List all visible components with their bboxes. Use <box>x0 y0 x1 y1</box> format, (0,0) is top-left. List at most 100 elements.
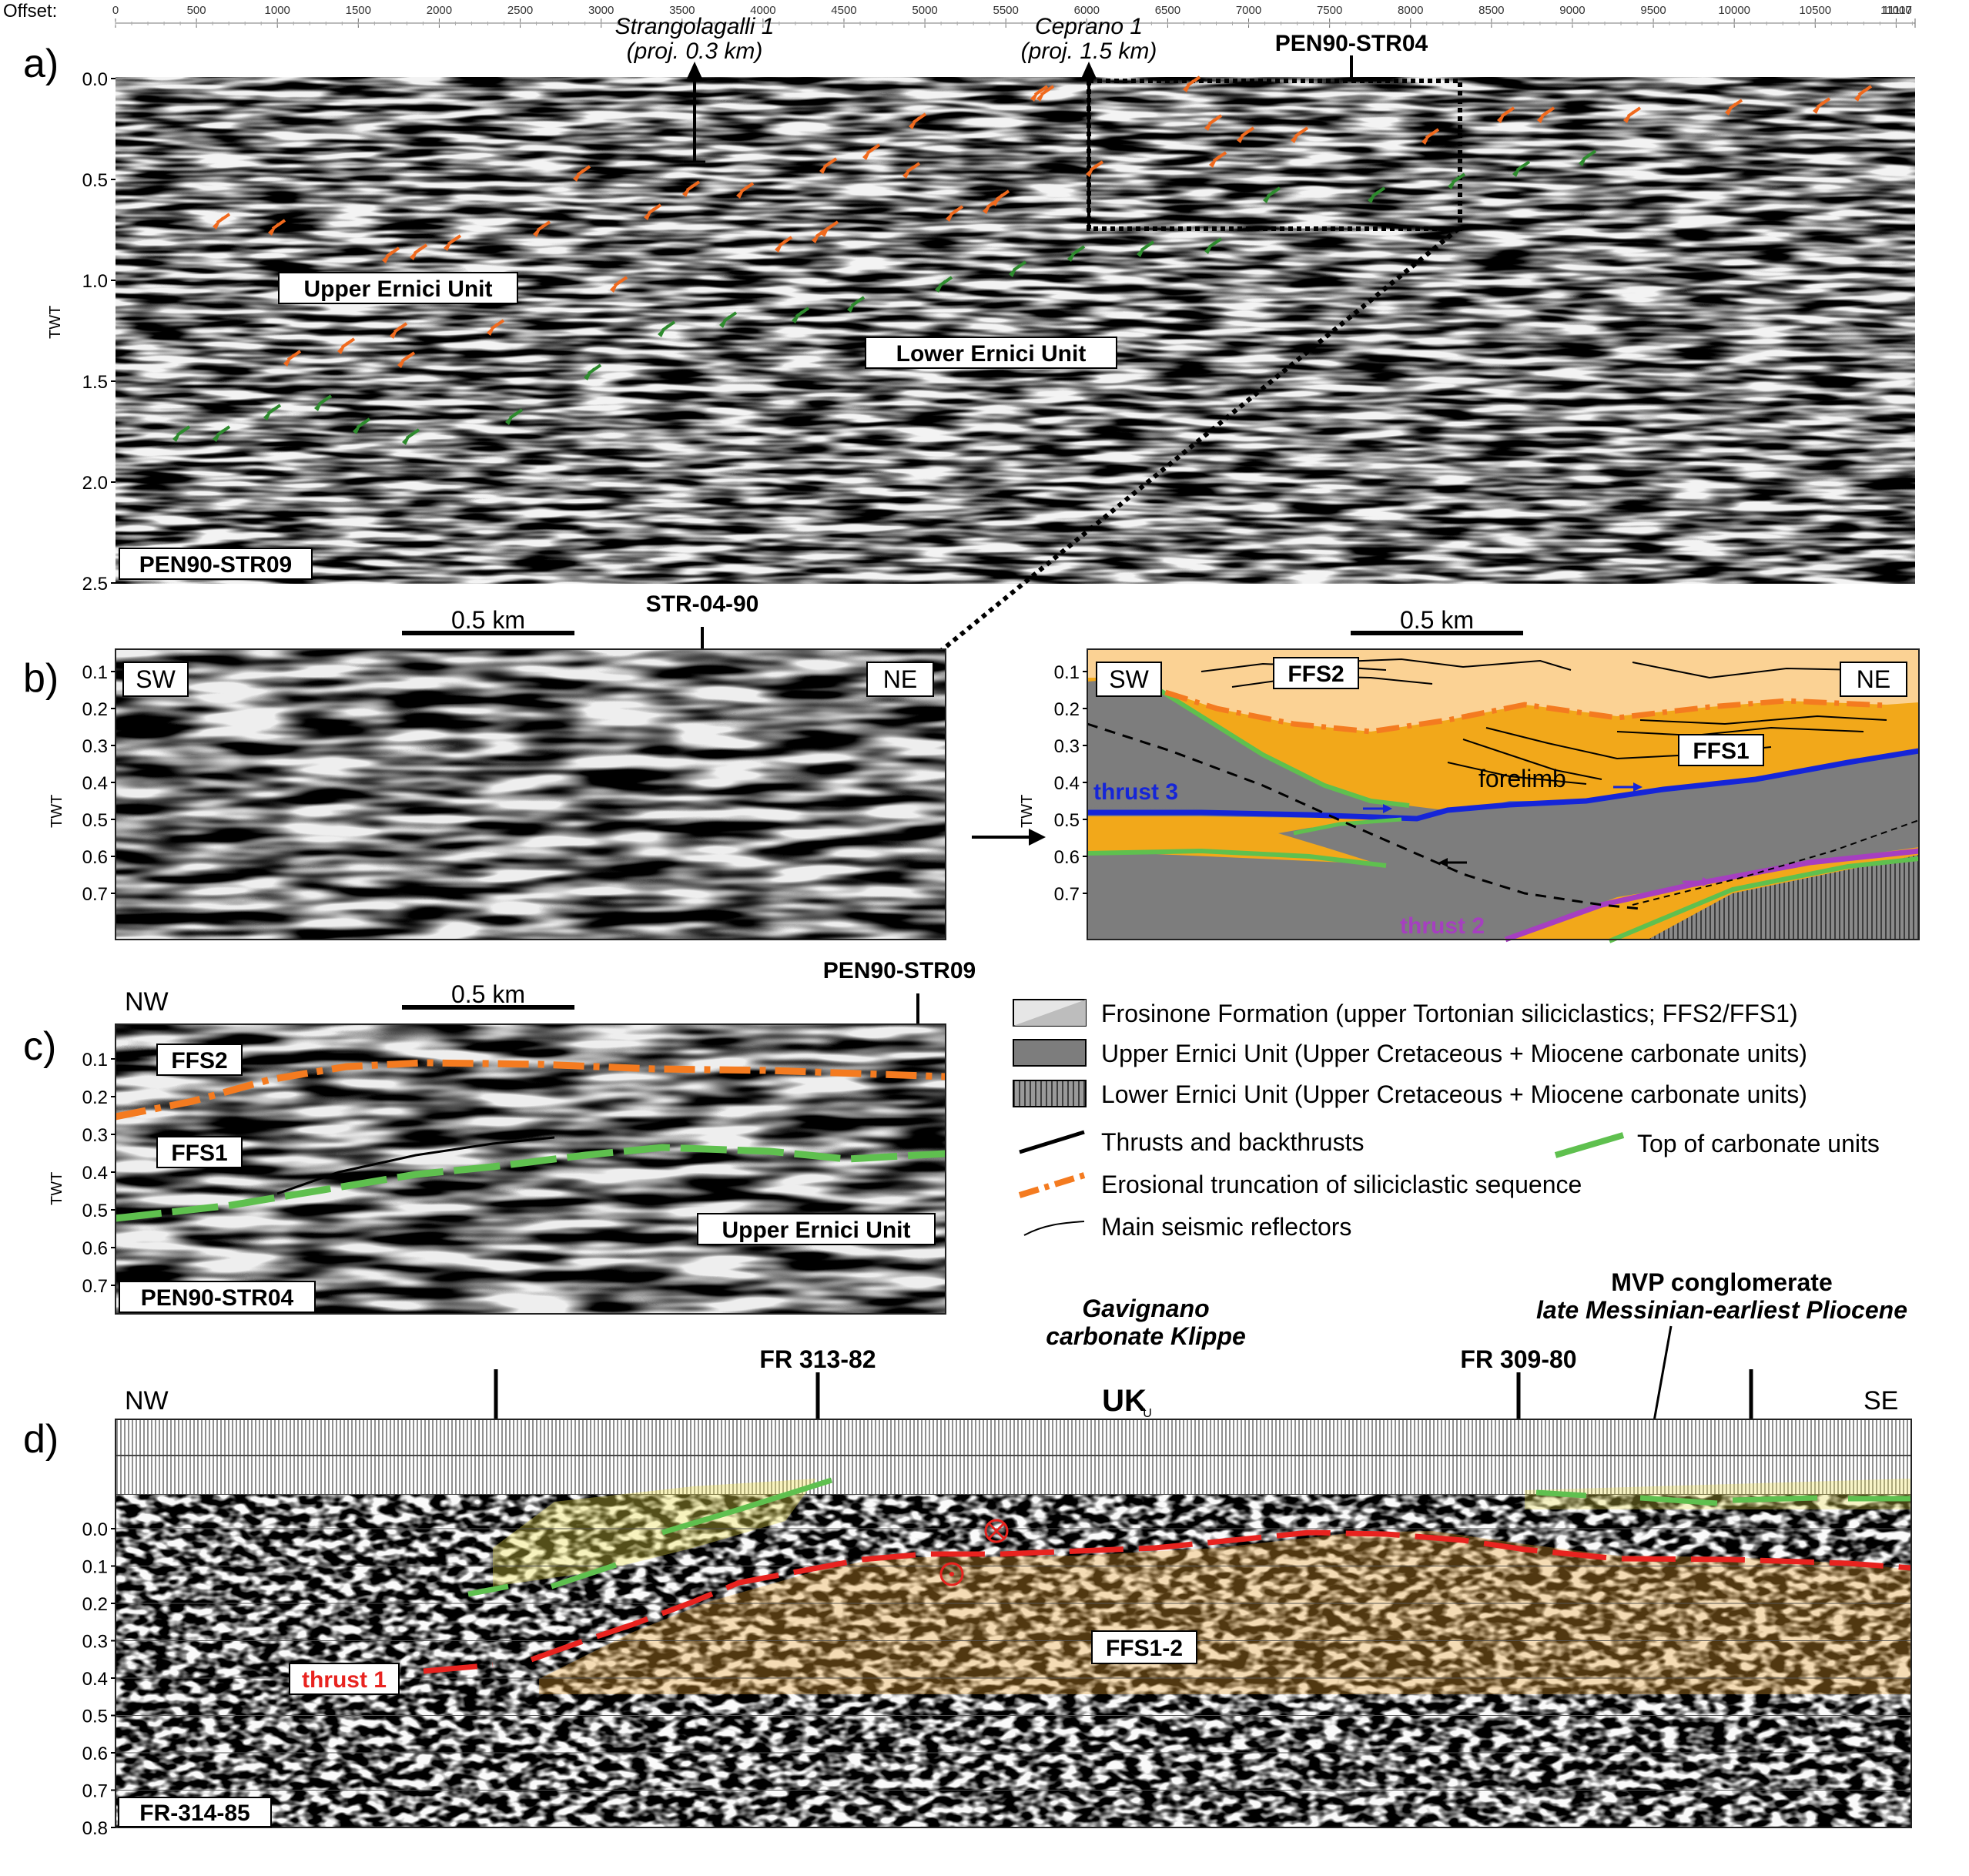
label-ffs12: FFS1-2 <box>1106 1636 1183 1661</box>
twt-tick-label: 2.5 <box>82 574 108 595</box>
horizon-arrowhead <box>736 186 746 199</box>
label-uk: UK <box>1102 1384 1147 1418</box>
out-of-page-symbol <box>984 1519 1009 1543</box>
twt-tick-label: 0.3 <box>82 1632 108 1653</box>
horizon-arrowhead <box>1368 190 1378 203</box>
horizon-arrowhead <box>1421 132 1432 145</box>
top-carbonate-d3 <box>1535 1489 1911 1506</box>
legend-upper-text: Upper Ernici Unit (Upper Cretaceous + Mi… <box>1101 1040 1807 1067</box>
twt-tick-label: 0.7 <box>82 884 108 905</box>
box-line-str09 <box>119 548 313 580</box>
crossline-label-a: PEN90-STR04 <box>1275 31 1428 56</box>
box-upper-ernici <box>278 272 518 304</box>
slip-arrowhead-4 <box>1438 858 1448 867</box>
box-ffs2-b <box>1273 657 1359 689</box>
horizon-arrowhead <box>402 432 412 445</box>
horizon-arrowhead <box>812 230 822 243</box>
twt-tick-label: 0.5 <box>82 1201 108 1221</box>
backthrust-dashed <box>1087 722 1641 910</box>
twt-tick-label: 0.5 <box>82 810 108 831</box>
mvp-age: late Messinian-earliest Pliocene <box>1536 1296 1907 1324</box>
label-upper-ernici-c: Upper Ernici Unit <box>722 1218 910 1243</box>
legend-lower-ernici: Lower Ernici Unit (Upper Cretaceous + Mi… <box>1013 1080 1807 1108</box>
trace-header-lines <box>116 1419 1911 1495</box>
panel-d: d) MVP conglomerate late Messinian-earli… <box>23 1268 1912 1839</box>
panel-label-b: b) <box>23 656 59 701</box>
horizon-arrowhead <box>1237 130 1247 143</box>
top-carbonate-b4 <box>1608 856 1920 943</box>
line-name-str0490: STR-04-90 <box>646 591 759 617</box>
interpretation-border <box>1087 648 1920 940</box>
box-sw-b2 <box>1096 662 1162 697</box>
offset-tick-label: 1500 <box>346 4 371 17</box>
label-lower-ernici: Lower Ernici Unit <box>896 341 1087 367</box>
twt-tick-label: 0.2 <box>82 699 108 720</box>
horizon-arrowhead <box>983 201 993 214</box>
panel-c: c) NW 0.5 km PEN90-STR09 0.10.20.30.40.5… <box>23 958 976 1315</box>
twt-tick-label: 0.1 <box>82 1557 108 1578</box>
box-ne-b2 <box>1840 662 1907 697</box>
slip-arrowhead-3 <box>1703 877 1712 886</box>
label-ffs1-c: FFS1 <box>171 1141 227 1166</box>
label-ffs1-b: FFS1 <box>1693 739 1749 764</box>
out-of-page-cross <box>988 1523 1005 1539</box>
horizon-arrowhead <box>902 166 913 179</box>
horizon-arrowhead <box>353 421 363 434</box>
mvp-yellow-zone <box>493 1479 816 1586</box>
offset-tick-label: 10500 <box>1799 4 1831 17</box>
box-thrust-1 <box>289 1663 400 1695</box>
offset-tick-label: 7500 <box>1317 4 1342 17</box>
well-fr30980: FR 309-80 <box>1460 1345 1576 1373</box>
box-ffs2-c <box>156 1044 243 1076</box>
offset-tick-label: 2500 <box>507 4 533 17</box>
gavignano-1: Gavignano <box>1082 1295 1209 1322</box>
horizon-arrowhead <box>1579 153 1589 166</box>
horizon-arrowhead <box>1067 249 1077 262</box>
offset-tick-label: 500 <box>187 4 206 17</box>
ffs-orange-zone <box>539 1531 1911 1694</box>
twt-tick-label: 0.4 <box>82 1163 108 1184</box>
horizon-arrowhead <box>658 324 668 337</box>
twt-tick-label: 0.5 <box>82 170 108 191</box>
thrust-2-line <box>1504 848 1920 943</box>
offset-tick-label: 6000 <box>1074 4 1100 17</box>
label-ffs2-b: FFS2 <box>1288 662 1344 687</box>
well-fr31382: FR 313-82 <box>759 1345 876 1373</box>
label-thrust-2: thrust 2 <box>1400 913 1485 939</box>
box-sw-b <box>122 662 189 697</box>
box-ffs1-c <box>156 1136 243 1168</box>
horizon-arrowhead <box>1183 79 1193 92</box>
orange-arrow-markers <box>213 75 1873 368</box>
legend-upper-ernici: Upper Ernici Unit (Upper Cretaceous + Mi… <box>1013 1039 1807 1067</box>
twt-tick-label: 0.3 <box>82 736 108 757</box>
horizon-arrowhead <box>1813 101 1823 114</box>
offset-tick-label: 9500 <box>1640 4 1666 17</box>
horizon-arrowhead <box>819 161 829 174</box>
horizon-arrowhead <box>263 407 273 420</box>
top-carbonate-b1 <box>1138 675 1410 808</box>
seismic-texture-d <box>116 1495 1911 1827</box>
label-nw-d: NW <box>125 1386 169 1415</box>
horizon-arrowhead <box>213 429 223 442</box>
label-sw-b: SW <box>136 665 176 693</box>
slip-arrowhead-1 <box>1383 804 1392 813</box>
legend-erosional: Erosional truncation of siliciclastic se… <box>1018 1171 1582 1198</box>
horizon-arrowhead <box>909 116 919 129</box>
twt-tick-label: 0.6 <box>1054 847 1080 868</box>
offset-tick-label: 11000 <box>1880 4 1912 17</box>
label-thrust-3: thrust 3 <box>1093 779 1178 805</box>
label-sw-b2: SW <box>1109 665 1149 693</box>
twt-tick-label: 0.7 <box>1054 884 1080 905</box>
offset-tick-label: 3000 <box>588 4 614 17</box>
seismic-border-b <box>115 648 946 940</box>
horizon-arrowhead <box>533 224 543 237</box>
horizon-arrowhead <box>1137 244 1147 257</box>
horizon-arrowhead <box>1497 110 1507 123</box>
box-ne-b <box>866 662 934 697</box>
panel-b-seismic: b) 0.5 km STR-04-90 0.10.20.30.40.50.60.… <box>23 591 946 940</box>
horizon-arrowhead <box>946 209 956 222</box>
line-name-fr31485: FR-314-85 <box>139 1801 249 1826</box>
twt-tick-label: 0.4 <box>1054 773 1080 794</box>
